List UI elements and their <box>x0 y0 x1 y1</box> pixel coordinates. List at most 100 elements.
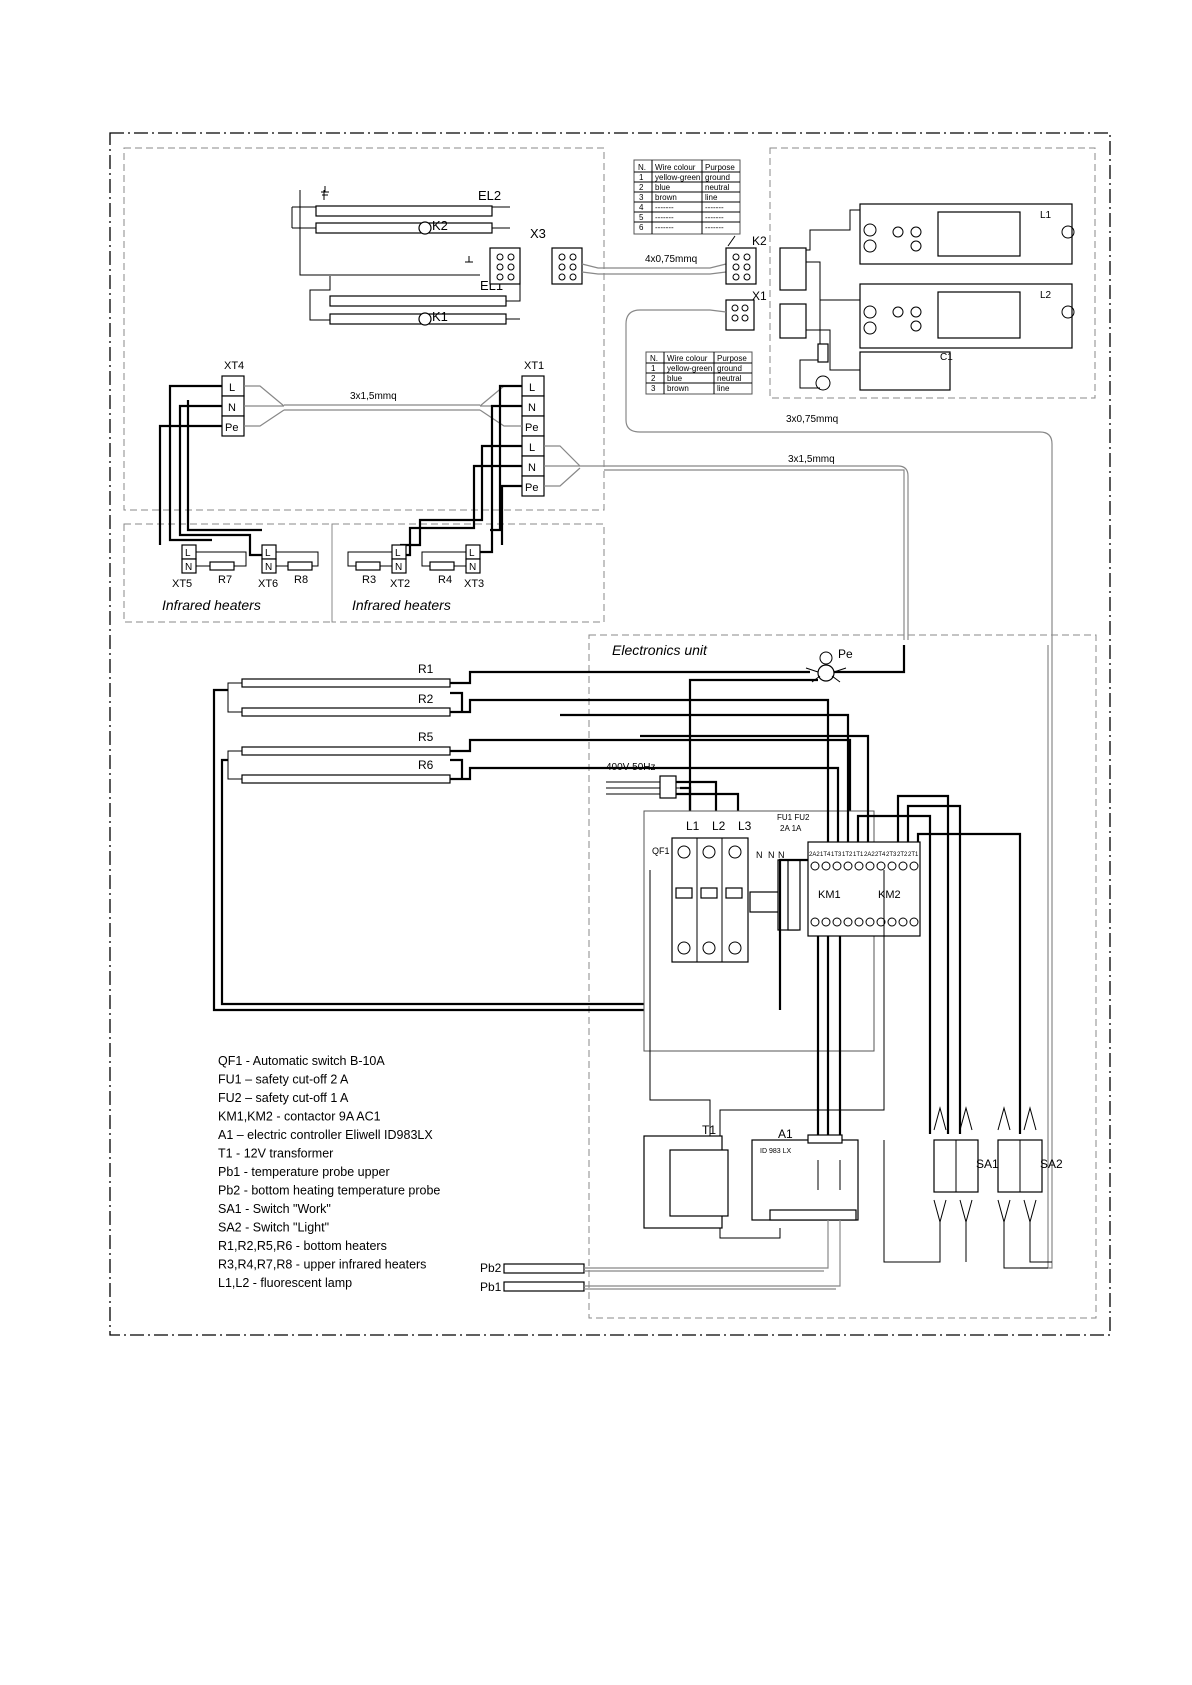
qf1-label: QF1 <box>652 846 670 856</box>
xt1-label: XT1 <box>524 360 544 372</box>
connector-x1: X1 <box>625 289 1053 1269</box>
wire-table-2-cell: brown <box>667 384 689 393</box>
wire-table-1-cell: ------- <box>705 213 724 222</box>
contactor-screw-terminal <box>821 861 831 871</box>
xt2-L: L <box>395 548 401 559</box>
contactor-screw-terminal <box>810 917 820 927</box>
xt6-label: XT6 <box>258 578 278 590</box>
infrared-heaters-right: L N L N R3 XT2 R4 XT3 Infrared heaters <box>347 544 484 613</box>
controller-a1: A1 ID 983 LX <box>751 1127 859 1221</box>
contactor-terminal-label: 1T3 <box>831 852 842 858</box>
r2-label: R2 <box>418 692 434 706</box>
wire-table-1-cell: ground <box>705 173 730 182</box>
t1-label: T1 <box>702 1123 716 1137</box>
contactor-screw-terminal <box>854 917 864 927</box>
xt5-N: N <box>185 562 192 573</box>
legend-line: R3,R4,R7,R8 - upper infrared heaters <box>218 1258 426 1272</box>
wire-table-1-cell: 6 <box>639 223 644 232</box>
r8-label: R8 <box>294 574 308 586</box>
cable-3x075-label: 3x0,75mmq <box>786 414 838 425</box>
ballast-area-components: L1 L2 C1 <box>779 203 1075 391</box>
contactor-screw-terminal <box>832 917 842 927</box>
r5-label: R5 <box>418 730 434 744</box>
r7-label: R7 <box>218 574 232 586</box>
wire-table-2-cell: yellow-green <box>667 364 712 373</box>
legend-line: R1,R2,R5,R6 - bottom heaters <box>218 1239 387 1253</box>
contactor-terminal-label: 2A2 <box>864 852 875 858</box>
cable-3x15-top <box>284 404 480 411</box>
contactor-screw-terminal <box>876 861 886 871</box>
terminal-block-xt4: XT4 L N Pe <box>221 360 285 437</box>
connector-x3: X3 <box>489 226 583 285</box>
switch-sa2: SA2 <box>997 1106 1063 1224</box>
wire-table-1-cell: ------- <box>655 213 674 222</box>
legend-line: Pb1 - temperature probe upper <box>218 1165 390 1179</box>
neutral-3: N <box>778 850 785 860</box>
pb1-label: Pb1 <box>480 1280 502 1294</box>
pb2-label: Pb2 <box>480 1261 502 1275</box>
infrared-right-area <box>331 523 605 623</box>
legend-line: A1 – electric controller Eliwell ID983LX <box>218 1128 433 1142</box>
wire-table-1-cell: brown <box>655 193 677 202</box>
supply: 400V 50Hz <box>606 762 740 812</box>
wire-table-2-cell: ground <box>717 364 742 373</box>
ground-pe: Pe <box>688 645 906 840</box>
connector-x3-label: X3 <box>530 226 546 241</box>
wire-table-1-cell: ------- <box>655 223 674 232</box>
ballast-area <box>769 147 1096 399</box>
legend-line: Pb2 - bottom heating temperature probe <box>218 1184 440 1198</box>
electronics-area <box>588 634 1097 1319</box>
lamp-l2-label: L2 <box>1040 290 1052 301</box>
contactor-screw-terminal <box>865 917 875 927</box>
xt1-N1: N <box>528 402 536 414</box>
legend-line: FU2 – safety cut-off 1 A <box>218 1091 349 1105</box>
r1-label: R1 <box>418 662 434 676</box>
bottom-heaters: R1 R2 R5 R6 <box>212 662 852 1012</box>
wire-table-1-cell: ------- <box>705 203 724 212</box>
xt2-label: XT2 <box>390 578 410 590</box>
wire-table-2-cell: 1 <box>651 364 656 373</box>
connector-x1-label: X1 <box>752 289 767 303</box>
km1-label: KM1 <box>818 889 841 901</box>
lamp-el2-label: EL2 <box>478 188 501 203</box>
lamp-l1-label: L1 <box>1040 210 1052 221</box>
contactor-screw-terminal <box>865 861 875 871</box>
contactor-screw-terminal <box>832 861 842 871</box>
wire-table-1-cell: ------- <box>705 223 724 232</box>
infrared-heaters-left: L N L N XT5 R7 XT6 R8 Infrared heaters <box>162 544 319 613</box>
r6-label: R6 <box>418 758 434 772</box>
wire-table-1-cell: yellow-green <box>655 173 700 182</box>
contactor-screw-terminal <box>810 861 820 871</box>
neutral-1: N <box>756 850 763 860</box>
xt1-Pe1: Pe <box>525 422 538 434</box>
contactor-screw-terminal <box>876 917 886 927</box>
sa2-label: SA2 <box>1040 1157 1063 1171</box>
wire-table-1-cell: 1 <box>639 173 644 182</box>
xt5-label: XT5 <box>172 578 192 590</box>
outer-frame <box>109 132 1111 1336</box>
cable-4x-label: 4x0,75mmq <box>645 254 697 265</box>
wire-table-2-cell: 3 <box>651 384 656 393</box>
xt6-N: N <box>265 562 272 573</box>
wire-table-1-cell: blue <box>655 183 671 192</box>
contactor-screw-terminal <box>898 917 908 927</box>
r4-label: R4 <box>438 574 452 586</box>
contactor-terminal-label: 2T1 <box>908 852 919 858</box>
legend-line: L1,L2 - fluorescent lamp <box>218 1276 352 1290</box>
contactor-terminal-label: 2T4 <box>875 852 886 858</box>
contactor-screw-terminal <box>821 917 831 927</box>
legend-line: FU1 – safety cut-off 2 A <box>218 1073 349 1087</box>
cable-4x <box>581 263 727 269</box>
wire-table-1-cell: 5 <box>639 213 644 222</box>
wire-table-1-cell: 3 <box>639 193 644 202</box>
wire-table-2-cell: 2 <box>651 374 656 383</box>
xt1-N2: N <box>528 462 536 474</box>
neutral-2: N <box>768 850 775 860</box>
capacitor-c1-label: C1 <box>940 352 953 363</box>
infrared-heaters-left-title: Infrared heaters <box>162 597 261 613</box>
r3-label: R3 <box>362 574 376 586</box>
